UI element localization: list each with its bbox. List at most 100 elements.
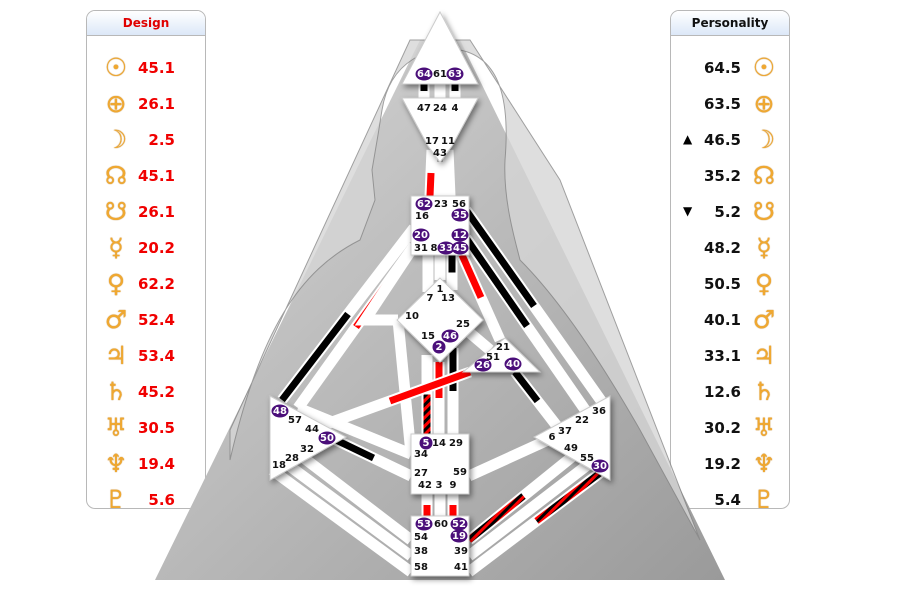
neptune-icon: ♆: [752, 449, 776, 478]
gate-27[interactable]: 27: [414, 468, 428, 479]
gate-24[interactable]: 24: [433, 103, 447, 114]
gate-31[interactable]: 31: [414, 243, 428, 254]
design-gate-line: 52.4: [137, 311, 175, 329]
gate-6[interactable]: 6: [549, 432, 556, 443]
design-row: ♇5.6: [87, 482, 205, 508]
gate-55[interactable]: 55: [580, 453, 594, 464]
personality-row: ☊35.2: [671, 158, 789, 194]
gate-28[interactable]: 28: [285, 453, 299, 464]
gate-23[interactable]: 23: [434, 199, 448, 210]
design-row: ♅30.5: [87, 410, 205, 446]
gate-19[interactable]: 19: [450, 529, 468, 543]
gate-58[interactable]: 58: [414, 562, 428, 573]
gate-number: 55: [580, 453, 594, 464]
gate-number: 29: [449, 438, 463, 449]
channel-activation-personality: [334, 436, 376, 462]
gate-32[interactable]: 32: [300, 444, 314, 455]
gate-14[interactable]: 14: [432, 438, 446, 449]
gate-number: 41: [454, 562, 468, 573]
gate-50[interactable]: 50: [318, 431, 336, 445]
gate-42[interactable]: 42: [418, 480, 432, 491]
gate-17[interactable]: 17: [425, 136, 439, 147]
gate-number: 24: [433, 103, 447, 114]
gate-number: 49: [564, 443, 578, 454]
channel-activation-personality: [463, 236, 530, 328]
gate-activation-circle: [451, 208, 469, 222]
personality-gate-line: 5.2: [714, 203, 741, 221]
gate-number: 45: [453, 243, 467, 254]
gate-26[interactable]: 26: [474, 358, 492, 372]
gate-53[interactable]: 53: [415, 517, 433, 531]
channel-activation-personality: [279, 311, 351, 403]
design-row: ♆19.4: [87, 446, 205, 482]
gate-number: 22: [575, 415, 589, 426]
design-gate-line: 2.5: [148, 131, 175, 149]
gate-number: 59: [453, 467, 467, 478]
gate-43[interactable]: 43: [433, 148, 447, 159]
gate-20[interactable]: 20: [412, 228, 430, 242]
gate-29[interactable]: 29: [449, 438, 463, 449]
personality-row: ☋5.2▼: [671, 194, 789, 230]
personality-row: ♀50.5: [671, 266, 789, 302]
gate-number: 11: [441, 136, 455, 147]
gate-37[interactable]: 37: [558, 426, 572, 437]
design-row: ♄45.2: [87, 374, 205, 410]
gate-35[interactable]: 35: [451, 208, 469, 222]
gate-number: 13: [441, 293, 455, 304]
gate-54[interactable]: 54: [414, 532, 428, 543]
gate-60[interactable]: 60: [434, 519, 448, 530]
gate-13[interactable]: 13: [441, 293, 455, 304]
gate-34[interactable]: 34: [414, 449, 428, 460]
gate-10[interactable]: 10: [405, 311, 419, 322]
gate-5[interactable]: 5: [419, 436, 433, 450]
gate-30[interactable]: 30: [591, 459, 609, 473]
gate-number: 8: [431, 243, 438, 254]
gate-49[interactable]: 49: [564, 443, 578, 454]
personality-gate-line: 30.2: [703, 419, 741, 437]
gate-12[interactable]: 12: [451, 228, 469, 242]
gate-44[interactable]: 44: [305, 424, 319, 435]
channel-activation-design: [458, 253, 485, 299]
gate-39[interactable]: 39: [454, 546, 468, 557]
gate-62[interactable]: 62: [415, 197, 433, 211]
gate-51[interactable]: 51: [486, 352, 500, 363]
gate-4[interactable]: 4: [452, 103, 459, 114]
gate-52[interactable]: 52: [450, 517, 468, 531]
gate-15[interactable]: 15: [421, 331, 435, 342]
gate-number: 12: [453, 230, 467, 241]
gate-16[interactable]: 16: [415, 211, 429, 222]
gate-46[interactable]: 46: [441, 329, 459, 343]
gate-22[interactable]: 22: [575, 415, 589, 426]
gate-63[interactable]: 63: [446, 67, 464, 81]
gate-2[interactable]: 2: [432, 340, 446, 354]
gate-18[interactable]: 18: [272, 460, 286, 471]
gate-56[interactable]: 56: [452, 199, 466, 210]
gate-36[interactable]: 36: [592, 406, 606, 417]
personality-gate-line: 19.2: [703, 455, 741, 473]
gate-11[interactable]: 11: [441, 136, 455, 147]
gate-1[interactable]: 1: [437, 284, 444, 295]
gate-57[interactable]: 57: [288, 415, 302, 426]
personality-gate-line: 12.6: [703, 383, 741, 401]
gate-61[interactable]: 61: [433, 69, 447, 80]
gate-59[interactable]: 59: [453, 467, 467, 478]
gate-64[interactable]: 64: [415, 67, 433, 81]
gate-41[interactable]: 41: [454, 562, 468, 573]
gate-48[interactable]: 48: [271, 404, 289, 418]
gate-9[interactable]: 9: [450, 480, 457, 491]
gate-33[interactable]: 33: [437, 241, 455, 255]
gate-3[interactable]: 3: [436, 480, 443, 491]
gate-activation-circle: [419, 436, 433, 450]
personality-row: ☽46.5▲: [671, 122, 789, 158]
moon-icon: ☽: [752, 125, 776, 154]
gate-8[interactable]: 8: [431, 243, 438, 254]
gate-47[interactable]: 47: [417, 103, 431, 114]
gate-25[interactable]: 25: [456, 319, 470, 330]
gate-7[interactable]: 7: [427, 293, 434, 304]
personality-gate-line: 64.5: [703, 59, 741, 77]
gate-activation-circle: [446, 67, 464, 81]
gate-21[interactable]: 21: [496, 342, 510, 353]
gate-38[interactable]: 38: [414, 546, 428, 557]
gate-40[interactable]: 40: [504, 357, 522, 371]
gate-45[interactable]: 45: [451, 241, 469, 255]
